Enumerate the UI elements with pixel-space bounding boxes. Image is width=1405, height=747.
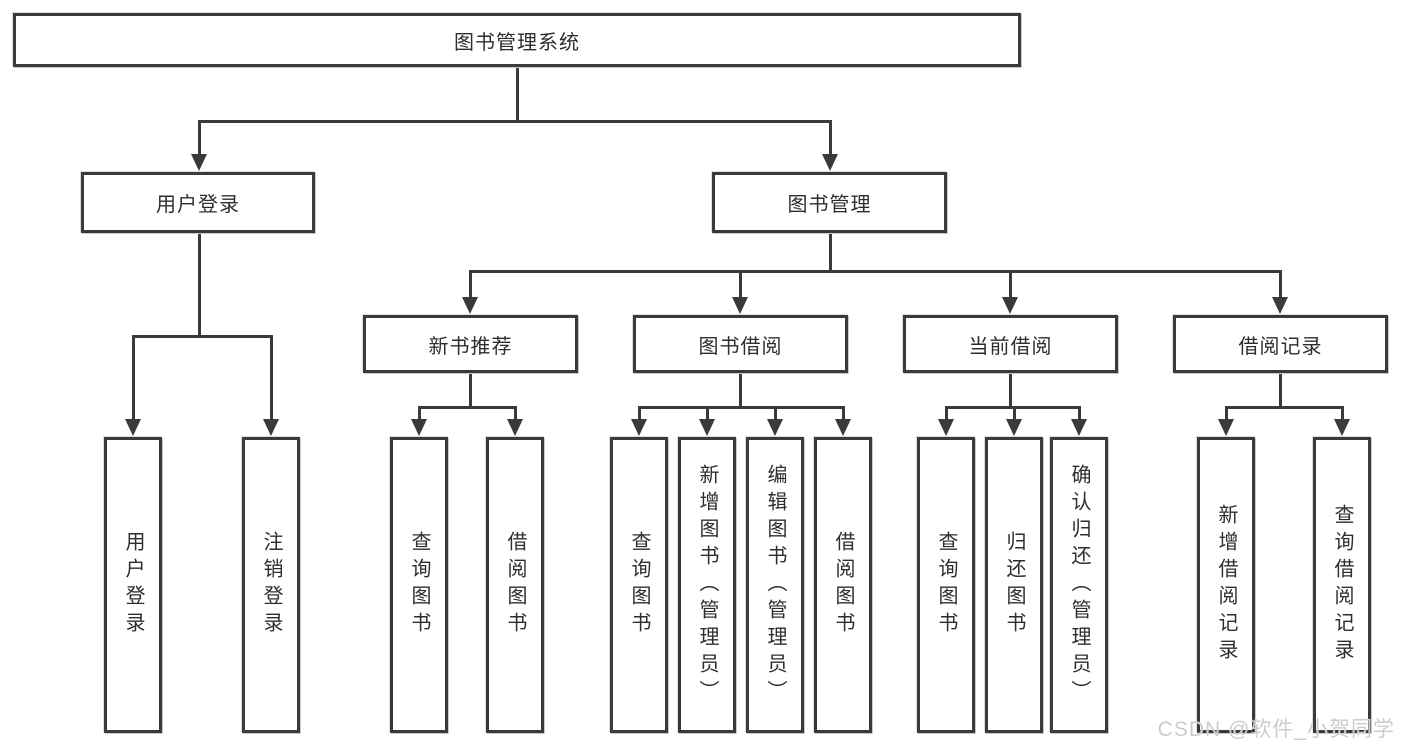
arrowhead-icon (191, 154, 207, 171)
arrowhead-icon (732, 297, 748, 314)
edge-to-leaf (1078, 406, 1081, 422)
arrowhead-icon (1071, 419, 1087, 436)
edge-to-user-login (198, 120, 201, 156)
node-new-book-rec: 新书推荐 (363, 315, 578, 373)
node-borrow-records: 借阅记录 (1173, 315, 1388, 373)
edge-to-section (1279, 270, 1282, 298)
arrowhead-icon (822, 154, 838, 171)
leaf-query-books-3: 查询图书 (917, 437, 975, 733)
edge-to-book-mgmt (829, 120, 832, 156)
edge-to-leaf (774, 406, 777, 422)
node-current-borrow: 当前借阅 (903, 315, 1118, 373)
edge-to-leaf (638, 406, 641, 422)
arrowhead-icon (1218, 419, 1234, 436)
edge-section-branch (1225, 406, 1343, 409)
node-book-mgmt: 图书管理 (712, 172, 947, 233)
arrowhead-icon (1272, 297, 1288, 314)
node-root: 图书管理系统 (13, 13, 1021, 67)
edge-to-section (469, 270, 472, 298)
edge-to-leaf (418, 406, 421, 422)
arrowhead-icon (835, 419, 851, 436)
arrowhead-icon (263, 419, 279, 436)
leaf-borrow-books-2: 借阅图书 (814, 437, 872, 733)
leaf-add-borrow-record: 新增借阅记录 (1197, 437, 1255, 733)
arrowhead-icon (631, 419, 647, 436)
leaf-add-book-admin: 新增图书（管理员） (678, 437, 736, 733)
leaf-user-login: 用户登录 (104, 437, 162, 733)
node-book-borrow: 图书借阅 (633, 315, 848, 373)
edge-to-leaf (1341, 406, 1344, 422)
leaf-query-books-1: 查询图书 (390, 437, 448, 733)
edge-root-branch (198, 120, 832, 123)
edge-to-leaf (842, 406, 845, 422)
arrowhead-icon (125, 419, 141, 436)
arrowhead-icon (1006, 419, 1022, 436)
watermark: CSDN @软件_小贺同学 (1157, 718, 1395, 741)
leaf-query-borrow-record: 查询借阅记录 (1313, 437, 1371, 733)
node-user-login: 用户登录 (81, 172, 315, 233)
edge-section-stem (739, 373, 742, 409)
edge-mgmt-stem (829, 233, 832, 273)
edge-login-branch (132, 335, 272, 338)
leaf-query-books-2: 查询图书 (610, 437, 668, 733)
edge-to-section (739, 270, 742, 298)
edge-root-stem (516, 67, 519, 122)
edge-to-leaf (945, 406, 948, 422)
edge-section-branch (418, 406, 516, 409)
arrowhead-icon (462, 297, 478, 314)
arrowhead-icon (507, 419, 523, 436)
edge-to-leaf (132, 335, 135, 421)
leaf-logout: 注销登录 (242, 437, 300, 733)
edge-login-stem (198, 233, 201, 338)
arrowhead-icon (411, 419, 427, 436)
edge-section-stem (1279, 373, 1282, 409)
edge-to-leaf (270, 335, 273, 421)
edge-section-stem (469, 373, 472, 409)
edge-to-leaf (514, 406, 517, 422)
edge-to-section (1009, 270, 1012, 298)
arrowhead-icon (699, 419, 715, 436)
arrowhead-icon (767, 419, 783, 436)
edge-to-leaf (1225, 406, 1228, 422)
edge-section-branch (945, 406, 1080, 409)
leaf-edit-book-admin: 编辑图书（管理员） (746, 437, 804, 733)
arrowhead-icon (1334, 419, 1350, 436)
leaf-borrow-books-1: 借阅图书 (486, 437, 544, 733)
arrowhead-icon (938, 419, 954, 436)
edge-mgmt-branch (469, 270, 1282, 273)
edge-section-branch (638, 406, 844, 409)
leaf-confirm-return-admin: 确认归还（管理员） (1050, 437, 1108, 733)
arrowhead-icon (1002, 297, 1018, 314)
leaf-return-books: 归还图书 (985, 437, 1043, 733)
edge-to-leaf (1013, 406, 1016, 422)
edge-section-stem (1009, 373, 1012, 409)
edge-to-leaf (706, 406, 709, 422)
